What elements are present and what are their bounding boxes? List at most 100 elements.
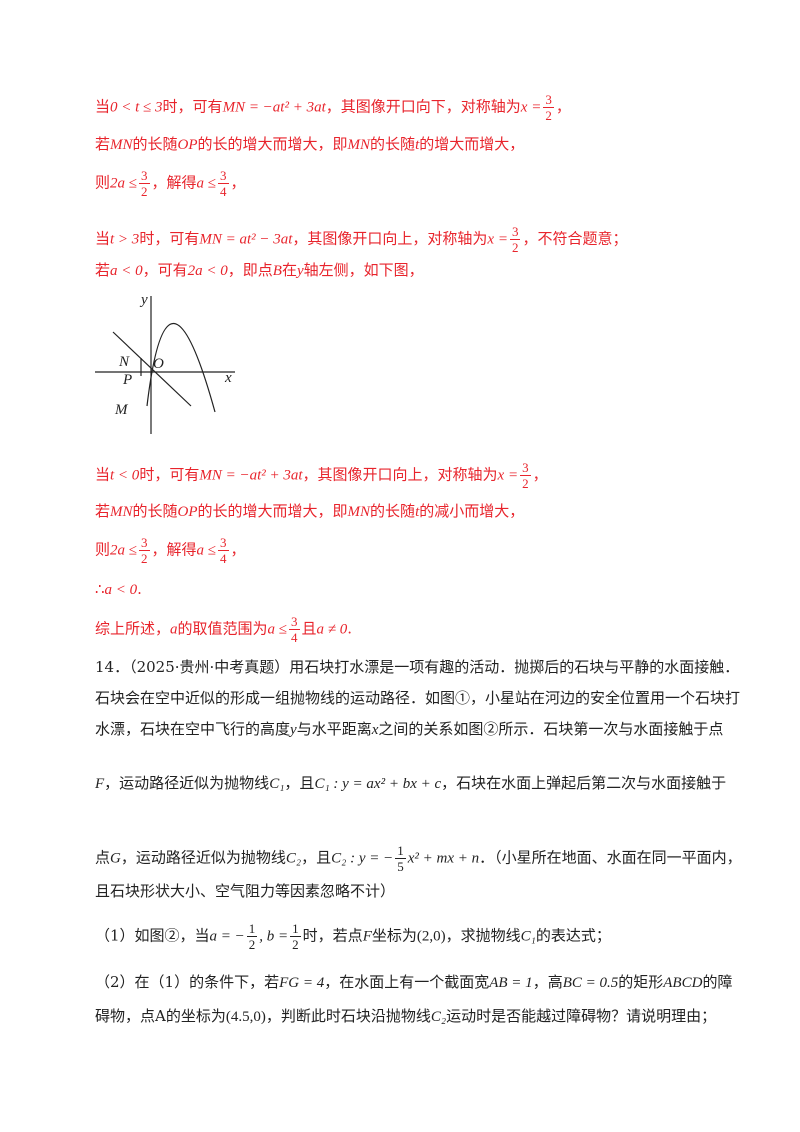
curve-name: C₂: [430, 1009, 447, 1025]
solution-line-6: 当t < 0时，可有MN = −at² + 3at，其图像开口向上，对称轴为x …: [95, 460, 730, 491]
problem-line-1: 14．（2025·贵州·中考真题）用石块打水漂是一项有趣的活动．抛掷后的石块与平…: [95, 656, 739, 678]
var: t: [415, 137, 420, 153]
text: 14．（2025·贵州·中考真题）用石块打水漂是一项有趣的活动．抛掷后的石块与平…: [95, 658, 740, 676]
text: ，且: [301, 848, 332, 867]
solution-line-7: 若MN的长随OP的长的增大而增大，即MN的长随t的减小而增大，: [95, 500, 730, 523]
condition: t < 0: [110, 467, 140, 484]
text: .: [347, 619, 353, 638]
text: 的长随: [132, 135, 178, 153]
text: 若: [95, 502, 111, 520]
text: ，运动路径近似为抛物线: [104, 774, 270, 792]
point: G: [110, 850, 121, 867]
inequality: a ≠ 0: [316, 621, 348, 638]
text: ，且: [284, 774, 315, 792]
text: ．（小星所在地面、水面在同一平面内，: [479, 848, 742, 867]
text: 坐标为: [371, 926, 417, 945]
question-2: （2）在（1）的条件下，若FG = 4，在水面上有一个截面宽AB = 1，高BC…: [95, 971, 733, 994]
equation: BC = 0.5: [562, 975, 619, 991]
axis-eq: x =: [520, 99, 542, 116]
inequality: a < 0: [104, 582, 138, 598]
text: ，求抛物线: [445, 926, 521, 945]
inequality: a ≤: [196, 542, 216, 559]
point: B: [272, 263, 282, 279]
equation: AB = 1: [489, 975, 533, 991]
y-label: y: [139, 292, 148, 308]
text: ，运动路径近似为抛物线: [120, 848, 286, 867]
text: ，可有: [142, 261, 188, 279]
text: （1）如图②，当: [95, 926, 210, 945]
text: 点: [95, 848, 111, 867]
denominator: 2: [141, 184, 148, 199]
solution-line-1: 当0 < t ≤ 3时，可有MN = −at² + 3at，其图像开口向下，对称…: [95, 92, 730, 123]
text: 与水平距离: [296, 720, 372, 738]
numerator: 3: [218, 535, 229, 551]
curve-name: C₁: [269, 776, 285, 792]
numerator: 1: [290, 921, 301, 937]
text: 综上所述，: [95, 619, 171, 638]
var: MN: [347, 137, 371, 153]
text: ，: [555, 97, 571, 116]
x-label: x: [224, 370, 232, 386]
numerator: 1: [246, 921, 258, 937]
text: ，其图像开口向下，对称轴为: [325, 97, 521, 116]
text: 时，可有: [139, 465, 200, 484]
equation: 2a < 0: [187, 263, 228, 279]
denominator: 2: [248, 937, 256, 952]
inequality: 2a ≤: [110, 542, 137, 559]
text: 且石块形状大小、空气阻力等因素忽略不计）: [95, 882, 396, 900]
solution-line-4: 当t > 3时，可有MN = at² − 3at，其图像开口向上，对称轴为x =…: [95, 224, 730, 255]
denominator: 4: [220, 551, 227, 566]
solution-line-9: ∴a < 0.: [95, 578, 730, 601]
solution-line-5: 若a < 0，可有2a < 0，即点B在y轴左侧，如下图，: [95, 259, 730, 282]
equation: MN = at² − 3at: [199, 231, 293, 248]
text: 在: [281, 261, 297, 279]
var: t: [415, 504, 420, 520]
text: 时，若点: [302, 926, 363, 945]
condition: t > 3: [110, 231, 140, 248]
numerator: 3: [139, 168, 150, 184]
solution-line-2: 若MN的长随OP的长的增大而增大，即MN的长随t的增大而增大，: [95, 133, 730, 156]
var: y: [290, 722, 297, 738]
text: 的增大而增大，: [419, 135, 525, 153]
text: ，在水面上有一个截面宽: [324, 973, 490, 991]
coordinate: (4.5,0): [225, 1009, 266, 1025]
text: 之间的关系如图②所示．石块第一次与水面接触于点: [378, 720, 724, 738]
text: ，解得: [151, 540, 197, 559]
equation: MN = −at² + 3at: [222, 99, 326, 116]
condition: a < 0: [110, 263, 143, 279]
equation: C₁ : y = ax² + bx + c: [314, 776, 442, 792]
text: 若: [95, 261, 111, 279]
text: 当: [95, 97, 111, 116]
text: 的长随: [370, 502, 416, 520]
problem-line-6: 且石块形状大小、空气阻力等因素忽略不计）: [95, 880, 730, 902]
text: 若: [95, 135, 111, 153]
numerator: 3: [543, 92, 554, 108]
text: 的长的增大而增大，即: [197, 502, 348, 520]
inequality: a ≤: [267, 621, 288, 638]
text: 则: [95, 173, 111, 192]
denominator: 5: [397, 859, 404, 874]
text: 的障: [702, 973, 733, 991]
text: ，判断此时石块沿抛物线: [265, 1007, 431, 1025]
denominator: 2: [292, 937, 299, 952]
equation: , b =: [259, 928, 289, 945]
inequality: 2a ≤: [110, 175, 137, 192]
parabola-curve: [146, 322, 216, 413]
text: ，: [230, 540, 246, 559]
text: ，: [532, 465, 548, 484]
text: 石块会在空中近似的形成一组抛物线的运动路径．如图①，小星站在河边的安全位置用一个…: [95, 689, 741, 707]
text: ，: [230, 173, 246, 192]
equation: FG = 4: [279, 975, 325, 991]
curve-name: C₂: [285, 850, 302, 867]
var: x: [371, 722, 379, 738]
text: 的表达式；: [535, 926, 611, 945]
numerator: 3: [520, 460, 531, 476]
numerator: 3: [509, 224, 521, 240]
